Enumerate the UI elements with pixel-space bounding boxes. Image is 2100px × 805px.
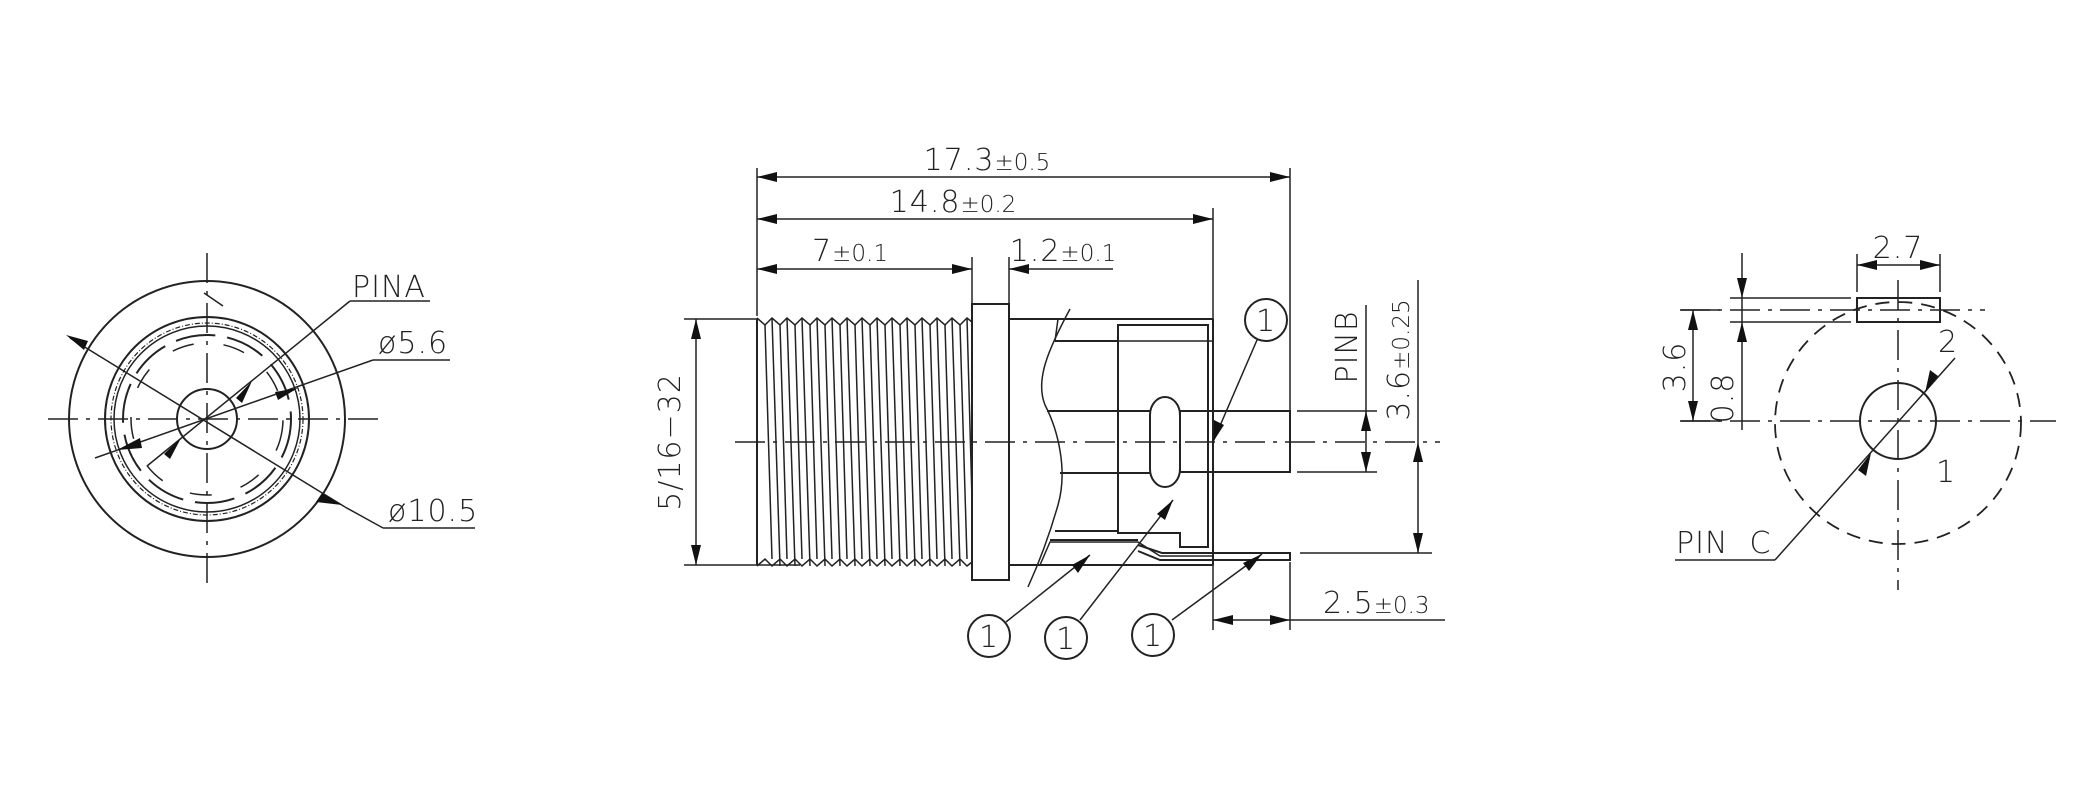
svg-text:1: 1 bbox=[1256, 304, 1276, 339]
pin-c-lead bbox=[1137, 544, 1291, 561]
pin-slot bbox=[1149, 396, 1181, 488]
inner-diameter-leader bbox=[94, 359, 374, 459]
hole-1 bbox=[1859, 382, 1937, 460]
slot-height-label: 0.8 bbox=[1706, 373, 1741, 424]
balloon-top: 1 bbox=[1212, 298, 1288, 443]
slot-2 bbox=[1856, 297, 1941, 323]
pin-a-leader bbox=[146, 300, 351, 467]
thread-spec-label: 5/16−32 bbox=[653, 373, 688, 511]
svg-text:1: 1 bbox=[979, 620, 999, 655]
thread-length-label: 7±0.1 bbox=[812, 234, 888, 269]
inner-diameter-label: ø5.6 bbox=[378, 326, 448, 361]
thread-root-circle bbox=[113, 325, 301, 513]
svg-text:1: 1 bbox=[1056, 622, 1076, 657]
flange-thickness-label: 1.2±0.1 bbox=[1010, 234, 1117, 269]
outer-diameter-label: ø10.5 bbox=[388, 494, 478, 529]
pin-c-leader bbox=[1774, 357, 1956, 561]
flange bbox=[971, 303, 1010, 581]
lower-shell-section bbox=[1038, 541, 1214, 566]
notched-ring bbox=[122, 334, 292, 504]
upper-shell-section bbox=[1054, 318, 1214, 342]
lead-extension-label: 2.5±0.3 bbox=[1323, 586, 1430, 621]
pin-b-label: PINB bbox=[1330, 310, 1365, 383]
thread-ring bbox=[110, 322, 304, 516]
pin-a-label: PINA bbox=[352, 270, 426, 305]
side-view: 17.3±0.5 14.8±0.2 7±0.1 1.2±0.1 5/16−32 … bbox=[653, 143, 1445, 660]
slot-width-label: 2.7 bbox=[1873, 231, 1924, 266]
pcb-footprint-view: 2.7 0.8 3.6 PIN C 2 1 bbox=[1658, 231, 2056, 590]
flange-circle bbox=[104, 316, 310, 522]
hole-1-label: 1 bbox=[1936, 455, 1956, 490]
pin-c-label: PIN C bbox=[1676, 526, 1771, 561]
front-view: PINA ø5.6 ø10.5 bbox=[48, 253, 478, 588]
hole-2-label: 2 bbox=[1938, 325, 1958, 360]
body-length-label: 14.8±0.2 bbox=[890, 185, 1017, 220]
outer-circle bbox=[68, 280, 346, 558]
insulator-section bbox=[1117, 324, 1209, 548]
overall-length-label: 17.3±0.5 bbox=[924, 143, 1051, 178]
balloon-insulator: 1 bbox=[1044, 499, 1174, 660]
break-line bbox=[1027, 308, 1071, 588]
svg-text:1: 1 bbox=[1143, 619, 1163, 654]
pin-offset-label: 3.6±0.25 bbox=[1382, 299, 1417, 420]
slot-offset-label: 3.6 bbox=[1658, 342, 1693, 393]
body-outline-circle bbox=[1774, 301, 2022, 545]
balloon-shell: 1 bbox=[967, 554, 1091, 658]
outer-diameter-leader bbox=[69, 337, 346, 508]
balloon-lead: 1 bbox=[1131, 553, 1263, 657]
center-pin-circle bbox=[176, 388, 238, 450]
